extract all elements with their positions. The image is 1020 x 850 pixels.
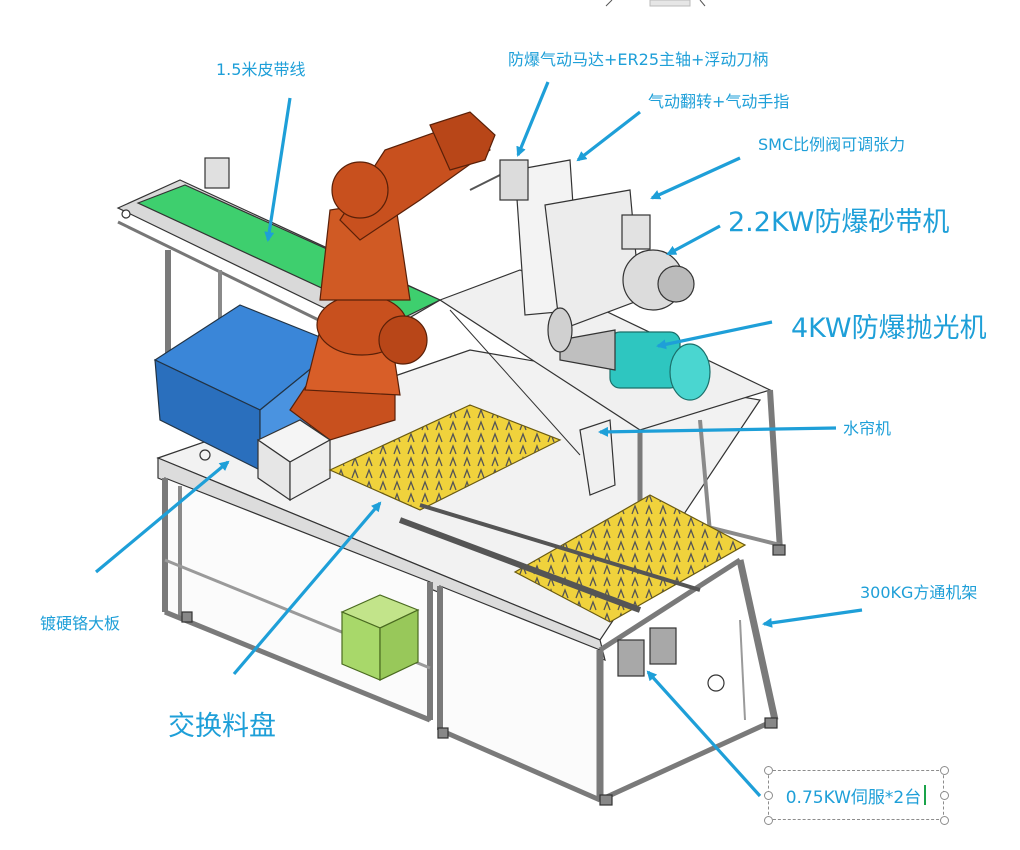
label-belt-sander: 2.2KW防爆砂带机 bbox=[728, 207, 950, 238]
arrow-belt bbox=[264, 97, 292, 242]
label-water-curtain: 水帘机 bbox=[843, 419, 892, 438]
arrow-plate bbox=[94, 460, 230, 574]
arrow-sander bbox=[666, 224, 721, 256]
textbox-handle-tr[interactable] bbox=[940, 766, 949, 775]
arrow-smc bbox=[650, 156, 741, 200]
textbox-handle-ml[interactable] bbox=[764, 791, 773, 800]
arrow-servo bbox=[646, 670, 762, 798]
servo-motors bbox=[617, 627, 677, 677]
arrow-frame bbox=[762, 608, 863, 628]
textbox-handle-br[interactable] bbox=[940, 816, 949, 825]
belt-sander bbox=[544, 189, 695, 331]
green-box bbox=[340, 594, 420, 681]
exchange-trays bbox=[328, 404, 747, 623]
arrow-flip bbox=[576, 110, 641, 162]
textbox-handle-mr[interactable] bbox=[940, 791, 949, 800]
arrow-motor bbox=[516, 81, 550, 157]
text-cursor bbox=[924, 785, 927, 805]
label-servo: 0.75KW伺服*2台 bbox=[785, 787, 922, 808]
textbox-handle-tl[interactable] bbox=[764, 766, 773, 775]
arrow-water bbox=[598, 426, 837, 437]
polisher bbox=[547, 307, 711, 401]
textbox-handle-bl[interactable] bbox=[764, 816, 773, 825]
arrow-polisher bbox=[656, 320, 773, 350]
toolbar-fragment bbox=[605, 0, 706, 7]
label-smc-valve: SMC比例阀可调张力 bbox=[758, 135, 906, 154]
label-polisher: 4KW防爆抛光机 bbox=[791, 313, 987, 344]
label-exchange-tray: 交换料盘 bbox=[168, 711, 276, 742]
label-pneumatic-flip: 气动翻转+气动手指 bbox=[648, 92, 790, 111]
label-chrome-plate: 镀硬铬大板 bbox=[40, 614, 121, 633]
label-servo-textbox[interactable]: 0.75KW伺服*2台 bbox=[768, 770, 944, 820]
annotation-arrows bbox=[94, 81, 863, 798]
label-frame: 300KG方通机架 bbox=[860, 583, 978, 602]
arrow-swap-a bbox=[232, 501, 382, 676]
control-box bbox=[256, 419, 332, 502]
water-curtain bbox=[449, 309, 616, 496]
label-belt-line: 1.5米皮带线 bbox=[216, 60, 306, 79]
label-motor-spindle: 防爆气动马达+ER25主轴+浮动刀柄 bbox=[508, 50, 769, 69]
robot-arm bbox=[289, 111, 501, 441]
